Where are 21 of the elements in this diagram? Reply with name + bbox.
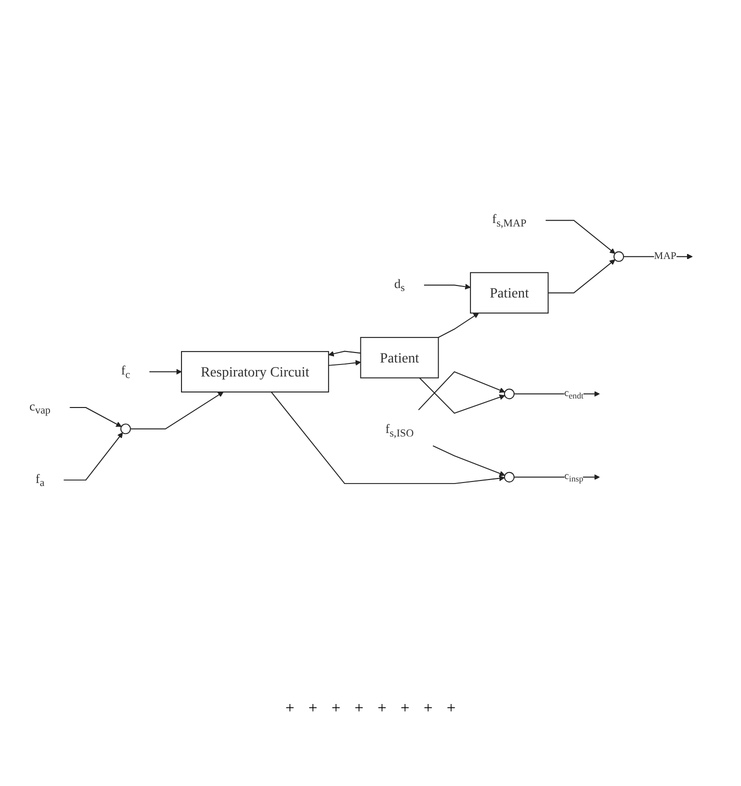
summing-junction [613,251,624,262]
process-box: Patient [360,336,439,378]
signal-label: f$_{s,ISO}$ [385,422,414,439]
process-box: Respiratory Circuit [181,350,330,392]
sign-label: + [285,700,294,718]
summing-junction [504,472,515,482]
sign-label: + [331,700,340,718]
signal-label: f$_{s,MAP}$ [492,212,526,229]
sign-label: + [378,700,387,718]
signal-label: d$_{s}$ [394,276,405,294]
sign-label: + [400,700,410,718]
summing-junction [120,423,131,434]
summing-junction [504,388,515,399]
signal-label: f$_{a}$ [35,472,44,488]
sign-label: + [446,700,456,718]
signal-label: c$_{vap}$ [29,399,51,416]
sign-label: + [308,700,318,718]
process-box: Patient [470,272,549,314]
sign-label: + [424,700,433,718]
signal-label: f$_{c}$ [121,364,130,380]
sign-label: + [354,700,364,718]
